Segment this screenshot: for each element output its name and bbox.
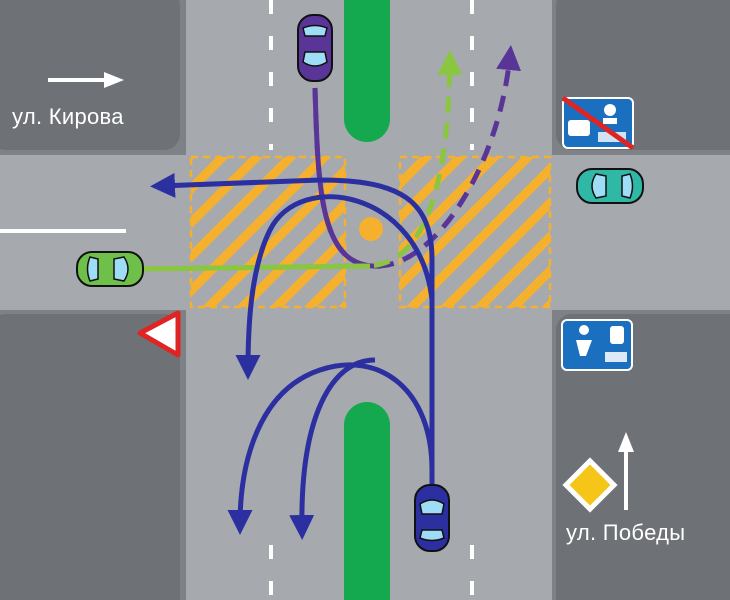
path-blue-loop xyxy=(235,194,435,380)
priority-road-sign xyxy=(562,457,618,513)
path-blue-left-turn xyxy=(150,172,435,485)
car-top-purple xyxy=(297,14,333,82)
car-bottom-blue xyxy=(414,484,450,552)
kirova-direction-arrow xyxy=(48,72,124,88)
street-label-kirova: ул. Кирова xyxy=(12,104,124,129)
block-bottom-left xyxy=(0,314,180,600)
street-label-pobedy: ул. Победы xyxy=(566,520,686,545)
center-marker xyxy=(359,217,383,241)
lane-markings xyxy=(269,0,474,600)
block-top-left xyxy=(0,0,180,150)
median-bottom xyxy=(344,402,390,600)
path-blue-uturn-outer xyxy=(227,362,435,535)
median-top xyxy=(344,0,390,142)
yield-sign xyxy=(137,310,181,358)
path-blue-uturn-inner xyxy=(289,357,376,540)
residential-zone-sign xyxy=(561,319,633,371)
pobedy-direction-arrow xyxy=(618,432,634,510)
car-right-teal xyxy=(576,168,644,204)
path-green-turn xyxy=(139,50,463,272)
car-left-green xyxy=(76,251,144,287)
no-stopping-zone-sign xyxy=(561,95,635,151)
block-bottom-right xyxy=(556,314,730,600)
